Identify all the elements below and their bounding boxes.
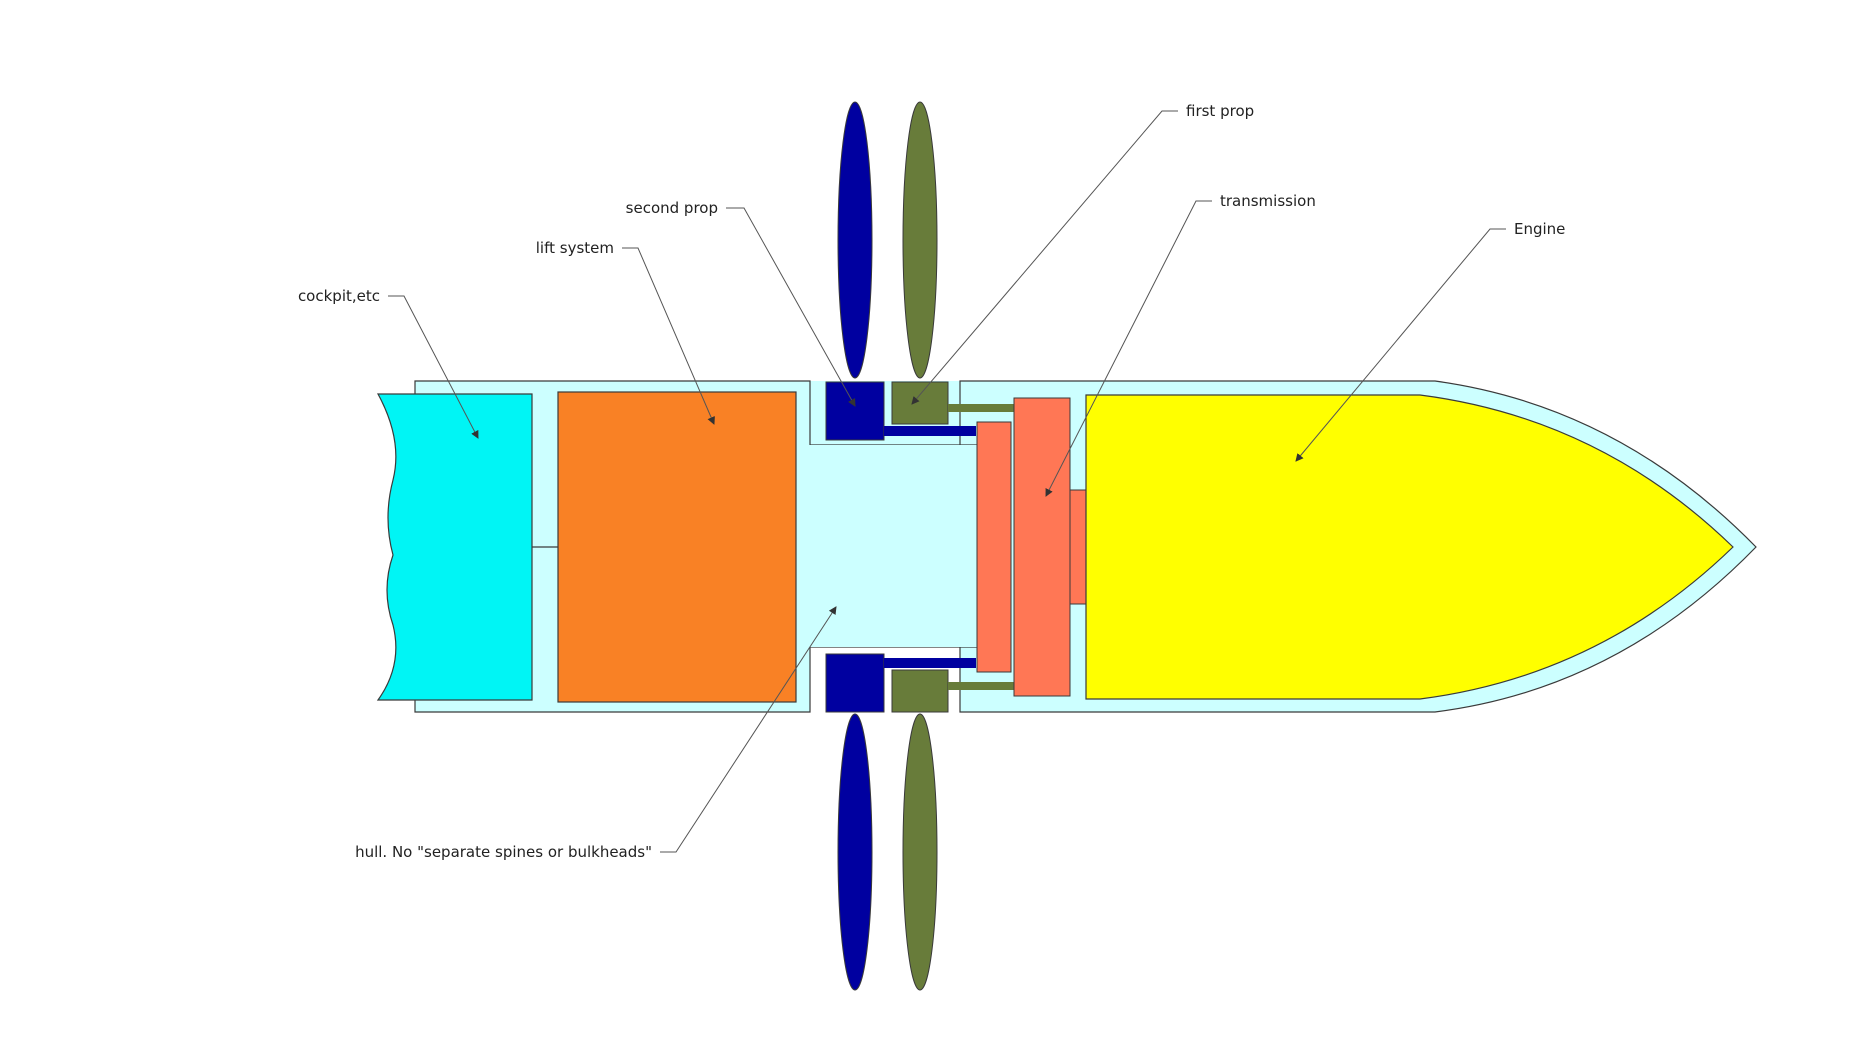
- second-prop-blade-top: [837, 101, 873, 379]
- second-prop-shaft-top: [884, 426, 976, 436]
- leader-first-prop: [911, 110, 1178, 405]
- second-prop-shaft-bottom: [884, 658, 976, 668]
- first-prop-shaft-bottom: [948, 682, 1014, 690]
- cockpit-block: [376, 393, 533, 701]
- label-lift-system: lift system: [535, 239, 614, 257]
- first-prop-hub-bottom: [891, 669, 949, 713]
- first-prop-shaft-top: [948, 404, 1014, 412]
- second-prop-blade-bottom: [837, 713, 873, 991]
- leader-transmission: [1045, 200, 1212, 497]
- label-transmission: transmission: [1220, 192, 1316, 210]
- leader-lift-system: [622, 247, 715, 425]
- leader-hull: [660, 606, 837, 853]
- hull-rear: [415, 381, 960, 445]
- engine-block: [1085, 394, 1734, 700]
- second-prop-hub-bottom: [825, 653, 885, 713]
- lift-system-block: [557, 391, 797, 703]
- label-first-prop: first prop: [1186, 102, 1255, 120]
- label-cockpit: cockpit,etc: [297, 287, 380, 305]
- transmission-block: [1013, 397, 1071, 697]
- leader-second-prop: [726, 207, 856, 407]
- leader-engine: [1295, 228, 1506, 462]
- leader-cockpit: [388, 295, 479, 439]
- label-second-prop: second prop: [625, 199, 718, 217]
- transmission-coupler: [1069, 489, 1087, 605]
- first-prop-blade-top: [902, 101, 938, 379]
- first-prop-blade-bottom: [902, 713, 938, 991]
- label-engine: Engine: [1514, 220, 1566, 238]
- transmission-plate: [976, 421, 1012, 673]
- second-prop-hub-top: [825, 381, 885, 441]
- label-hull: hull. No "separate spines or bulkheads": [355, 843, 652, 861]
- first-prop-hub-top: [891, 381, 949, 425]
